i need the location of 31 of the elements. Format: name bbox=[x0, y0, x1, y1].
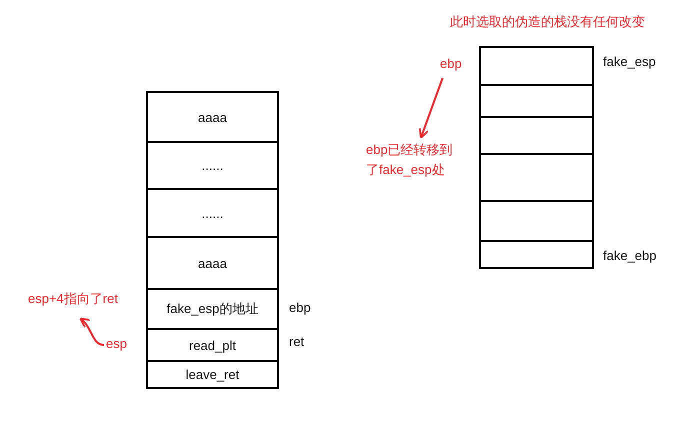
cell-text: aaaa bbox=[198, 110, 227, 124]
register-label: fake_ebp bbox=[603, 248, 656, 263]
stack-cell bbox=[479, 116, 594, 155]
annotation-text: esp bbox=[106, 334, 134, 354]
stack-cell bbox=[479, 200, 594, 242]
cell-text: leave_ret bbox=[186, 367, 240, 382]
arrow bbox=[418, 78, 444, 139]
stack-cell bbox=[479, 84, 594, 118]
register-label: fake_esp bbox=[603, 54, 656, 69]
stack-cell bbox=[479, 153, 594, 202]
stack-cell bbox=[146, 288, 279, 330]
register-label: ebp bbox=[289, 300, 311, 315]
stack-cell bbox=[479, 240, 594, 269]
stack-cell bbox=[146, 188, 279, 238]
cell-text: ...... bbox=[202, 206, 224, 220]
annotation-text: 此时选取的伪造的栈没有任何改变 bbox=[450, 13, 645, 31]
stack-cell bbox=[146, 91, 279, 143]
cell-text: aaaa bbox=[198, 256, 227, 270]
stack-cell bbox=[146, 141, 279, 190]
stack-cell bbox=[146, 360, 279, 389]
arrow bbox=[79, 318, 104, 346]
register-label: ret bbox=[289, 334, 304, 349]
annotation-text: ebp bbox=[440, 54, 468, 74]
stack-cell bbox=[146, 328, 279, 362]
cell-text: fake_esp的地址 bbox=[166, 300, 258, 318]
stack-cell bbox=[479, 46, 594, 86]
stack-cell bbox=[146, 236, 279, 290]
annotation-text: ebp已经转移到了fake_esp处 bbox=[366, 140, 458, 180]
cell-text: ...... bbox=[202, 158, 224, 173]
annotation-text: esp+4指向了ret bbox=[28, 289, 138, 309]
cell-text: read_plt bbox=[189, 338, 236, 352]
